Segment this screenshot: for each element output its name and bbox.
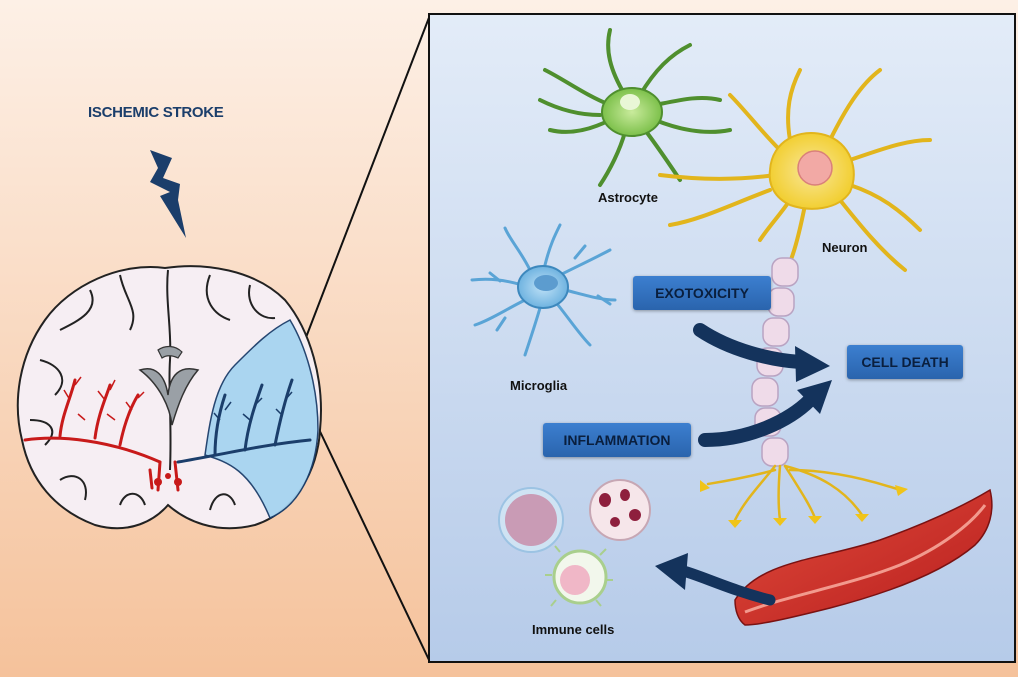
inflammation-box: INFLAMMATION (543, 423, 691, 457)
microglia-illustration (470, 223, 617, 357)
synaptic-boutons (700, 480, 908, 528)
immune-cells-illustration (498, 479, 651, 607)
zoom-line-top (304, 14, 431, 341)
brain-illustration (16, 265, 322, 530)
astrocyte-nucleus (620, 94, 640, 110)
astrocyte-label: Astrocyte (598, 190, 658, 205)
axon-terminals (706, 464, 902, 522)
blood-vessel-illustration (734, 488, 993, 626)
page-title: ISCHEMIC STROKE (88, 104, 224, 121)
lightning-bolt-icon (150, 150, 186, 238)
microglia-label: Microglia (510, 378, 568, 393)
neuron-nucleus (797, 150, 833, 186)
microglia-nucleus (534, 275, 558, 291)
arrow-inflammation-to-celldeath (698, 380, 832, 447)
astrocyte-body (601, 87, 663, 137)
arrow-vessel-to-immune (655, 553, 776, 606)
cell-death-box: CELL DEATH (847, 345, 963, 379)
immune-cells-label: Immune cells (532, 622, 615, 637)
neuron-label: Neuron (822, 240, 868, 255)
exotoxicity-box: EXOTOXICITY (633, 276, 771, 310)
arrow-exotoxicity-to-celldeath (693, 323, 830, 382)
zoom-line-bottom (304, 399, 431, 663)
neuron-illustration (658, 68, 932, 272)
